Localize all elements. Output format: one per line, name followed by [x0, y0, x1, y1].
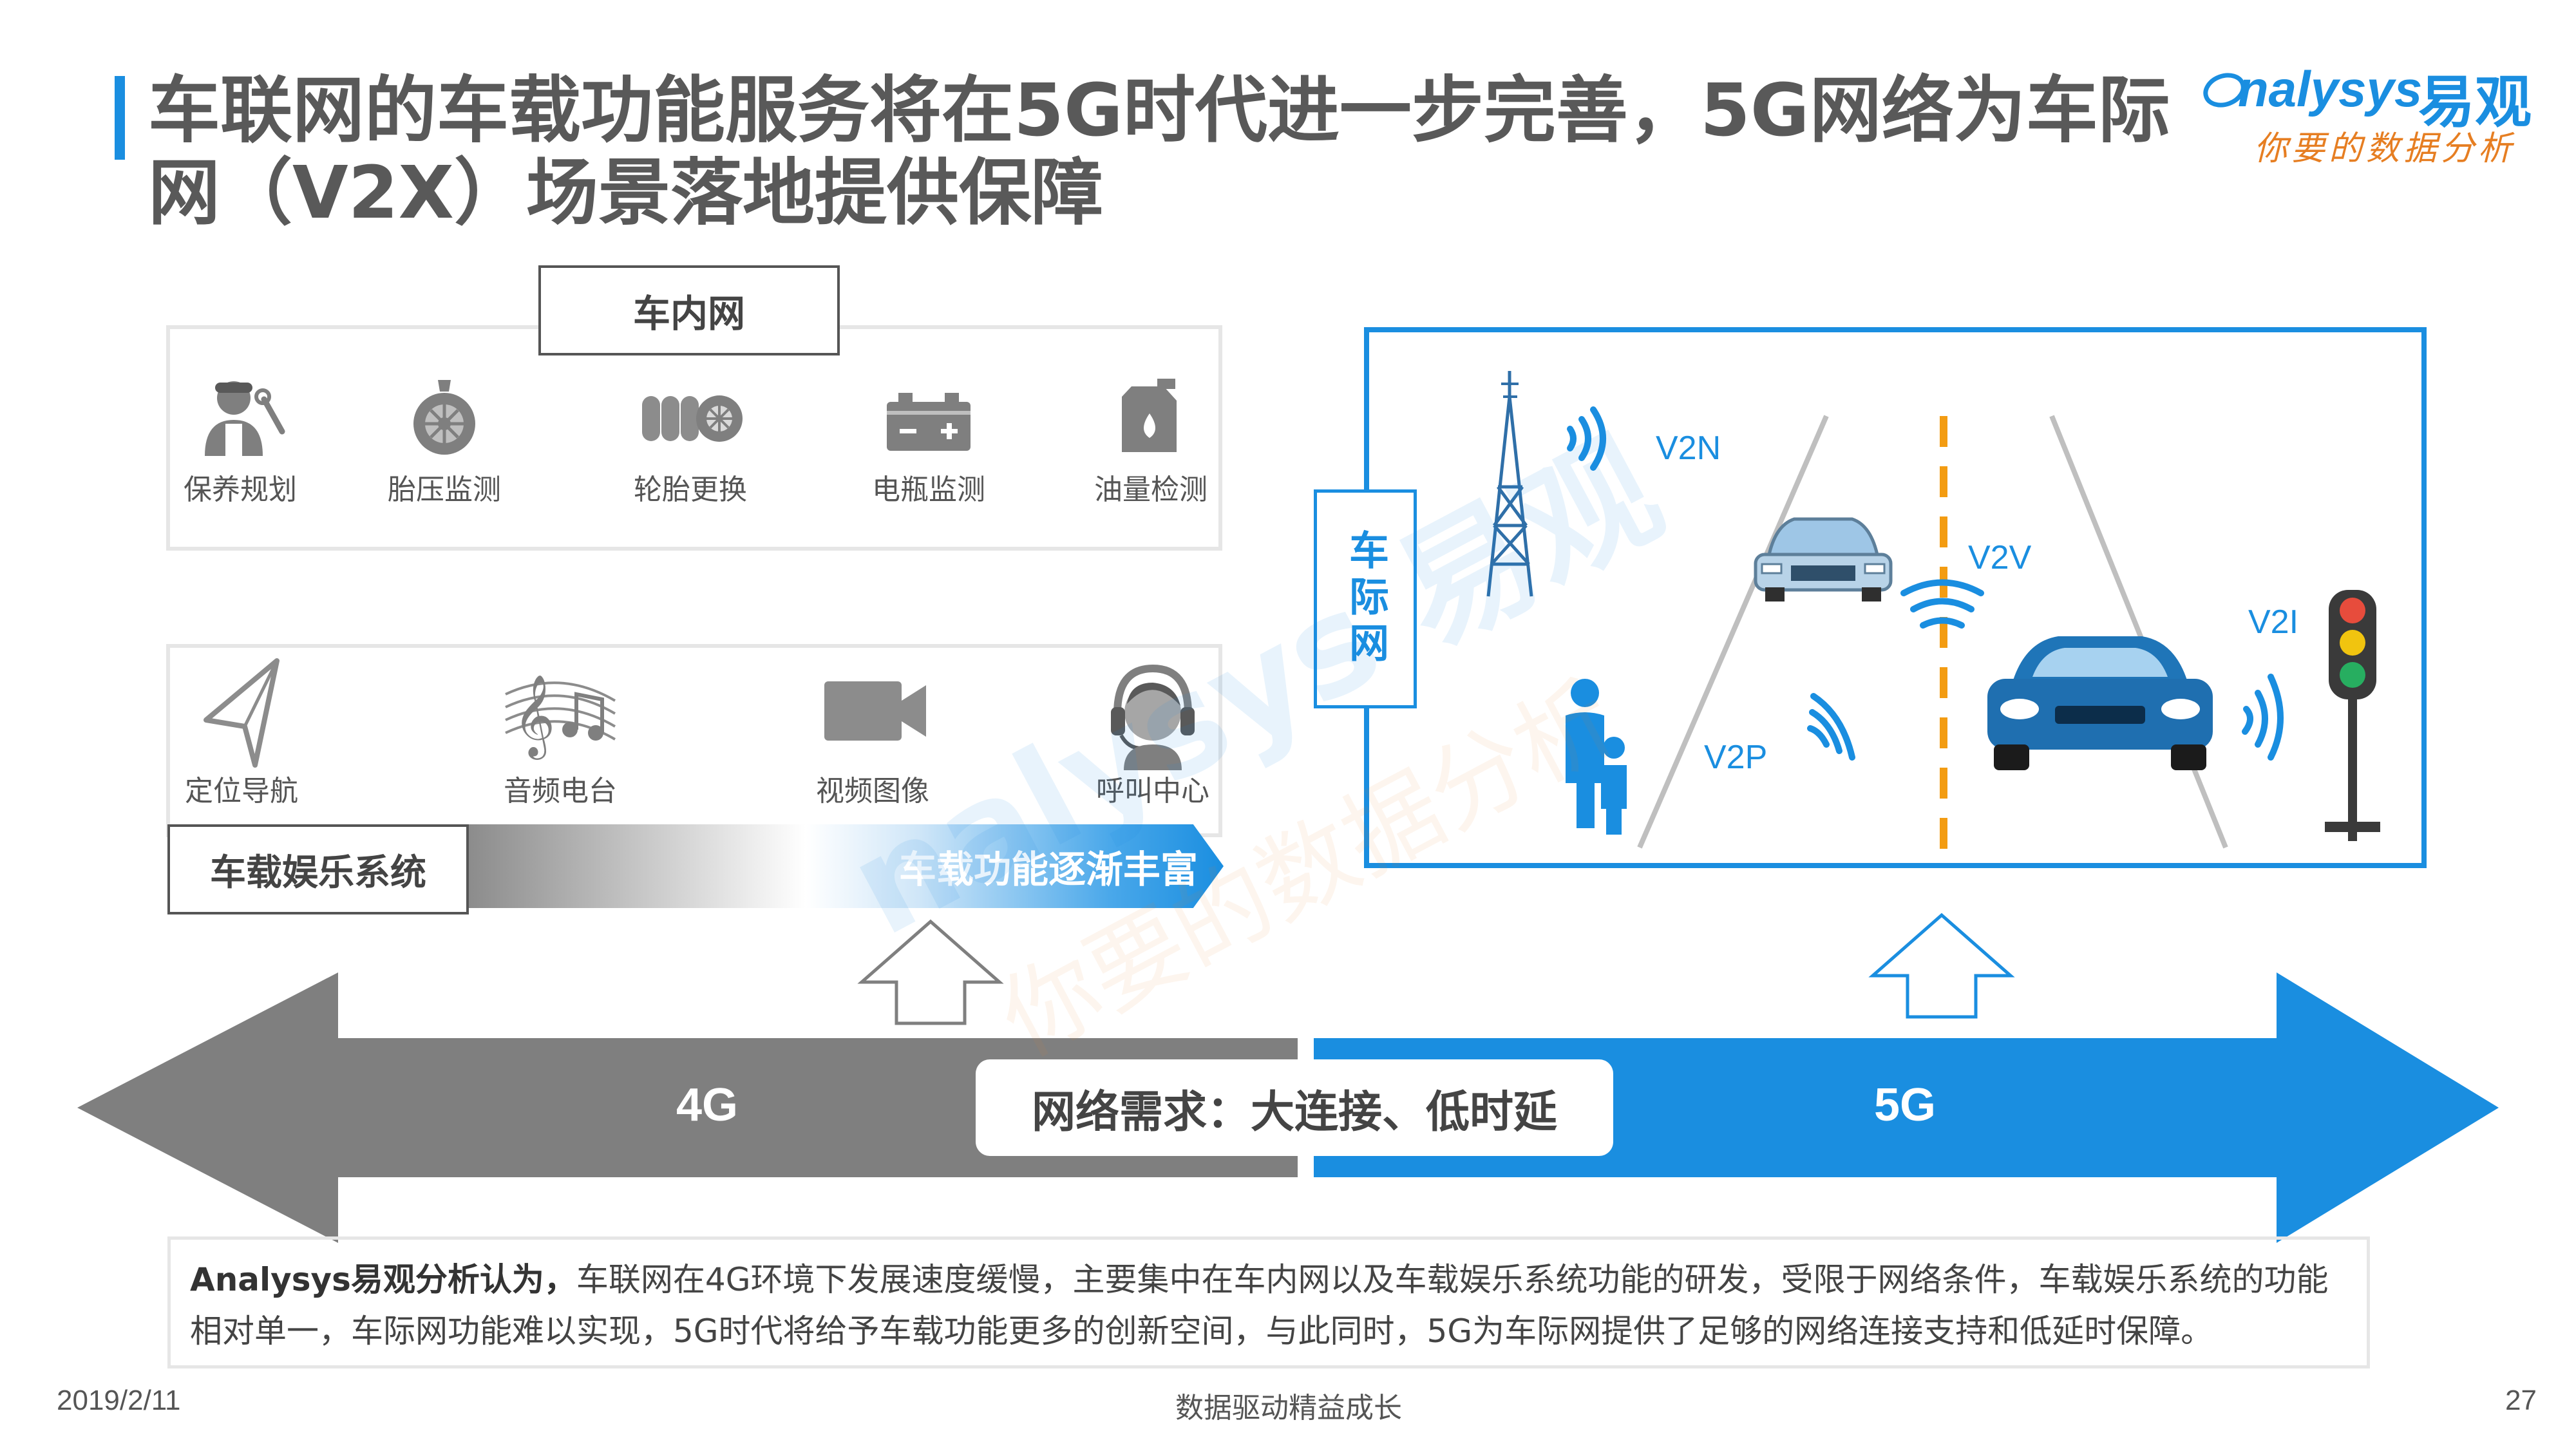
- music-icon: 𝄞: [499, 656, 621, 772]
- navigation-icon: [193, 656, 290, 772]
- in-car-item-maintenance: 保养规划: [144, 374, 337, 507]
- tires-icon: [636, 374, 745, 457]
- in-car-item-tire-pressure: 胎压监测: [348, 374, 541, 507]
- in-car-item-label: 油量检测: [1054, 466, 1247, 507]
- v2x-scene: [1369, 332, 2421, 863]
- car-icon-main: [1987, 636, 2213, 770]
- infotainment-item-label: 视频图像: [776, 768, 969, 809]
- timeline-label-4g: 4G: [676, 1079, 738, 1132]
- v2x-side-label: 车际网: [1314, 489, 1417, 708]
- v2i-label: V2I: [2248, 603, 2298, 641]
- infotainment-item-navigation: 定位导航: [145, 656, 338, 809]
- in-car-item-tire-change: 轮胎更换: [594, 374, 787, 507]
- pedestrian-icon: [1566, 679, 1627, 835]
- road-edge-right: [2052, 416, 2226, 848]
- cell-tower-icon: [1488, 371, 1531, 596]
- footer-page-number: 27: [2505, 1385, 2537, 1417]
- v2x-panel: V2N V2V V2I V2P: [1364, 327, 2427, 868]
- brand-logo: nalysys 易观 你要的数据分析: [2202, 57, 2537, 173]
- in-car-item-battery: 电瓶监测: [832, 374, 1025, 507]
- in-car-item-fuel: 油量检测: [1054, 374, 1247, 507]
- summary-lead: Analysys易观分析认为，: [190, 1261, 576, 1298]
- infotainment-item-video: 视频图像: [776, 656, 969, 809]
- in-car-item-label: 轮胎更换: [594, 466, 787, 507]
- signal-icon-v2p: [1810, 696, 1852, 757]
- signal-icon-v2n: [1570, 410, 1603, 468]
- infotainment-item-label: 呼叫中心: [1056, 768, 1249, 809]
- signal-icon-v2i: [2245, 677, 2280, 757]
- road-edge-left: [1640, 416, 1826, 848]
- in-car-item-label: 保养规划: [144, 466, 337, 507]
- video-camera-icon: [811, 656, 934, 772]
- v2x-side-label-text: 车际网: [1336, 529, 1394, 668]
- footer-date: 2019/2/11: [57, 1385, 180, 1417]
- headset-agent-icon: [1098, 656, 1208, 772]
- feature-progress-label: 车载功能逐渐丰富: [799, 824, 1198, 908]
- traffic-light-icon: [2325, 590, 2380, 841]
- summary-box: Analysys易观分析认为，车联网在4G环境下发展速度缓慢，主要集中在车内网以…: [167, 1236, 2370, 1368]
- title-accent-bar: [115, 76, 125, 160]
- battery-icon: [880, 374, 977, 457]
- fuel-can-icon: [1112, 374, 1189, 457]
- infotainment-system-label: 车载娱乐系统: [167, 824, 469, 914]
- v2n-label: V2N: [1656, 429, 1721, 468]
- v2p-label: V2P: [1704, 738, 1767, 777]
- network-demand-label: 网络需求：大连接、低时延: [976, 1059, 1613, 1156]
- timeline-label-5g: 5G: [1874, 1079, 1936, 1132]
- in-car-label: 车内网: [538, 265, 840, 355]
- in-car-item-label: 胎压监测: [348, 466, 541, 507]
- footer-slogan: 数据驱动精益成长: [1175, 1385, 1402, 1426]
- infotainment-item-label: 音频电台: [464, 768, 657, 809]
- logo-slogan: 你要的数据分析: [2254, 121, 2515, 169]
- mechanic-icon: [192, 374, 289, 457]
- logo-brand-text: nalysys: [2238, 60, 2422, 118]
- infotainment-item-audio: 𝄞 音频电台: [464, 656, 657, 809]
- in-car-item-label: 电瓶监测: [832, 466, 1025, 507]
- infotainment-item-label: 定位导航: [145, 768, 338, 809]
- svg-text:𝄞: 𝄞: [513, 674, 555, 760]
- infotainment-item-call-center: 呼叫中心: [1056, 656, 1249, 809]
- tire-pressure-icon: [402, 374, 486, 457]
- v2v-label: V2V: [1968, 538, 2031, 577]
- page-title: 车联网的车载功能服务将在5G时代进一步完善，5G网络为车际网（V2X）场景落地提…: [148, 70, 2209, 234]
